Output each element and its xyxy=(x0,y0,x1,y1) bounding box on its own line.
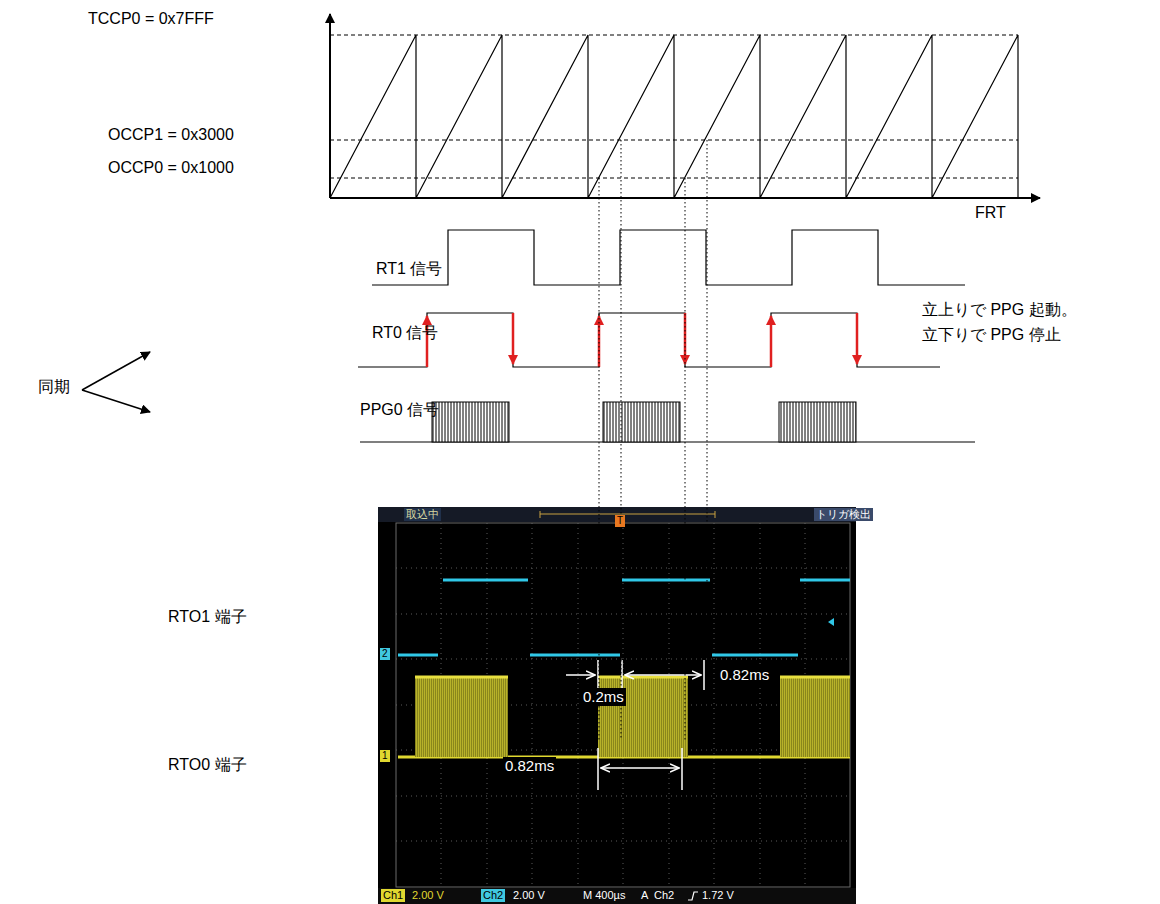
scope-setting: M 400µs xyxy=(583,889,625,902)
pin-name: RTO0 端子 xyxy=(168,755,247,774)
rt1-waveform xyxy=(372,230,965,285)
oscilloscope-screen xyxy=(378,507,856,904)
level-label: TCCP0 = 0x7FFF xyxy=(88,9,214,28)
dimension: 0.82ms xyxy=(718,666,771,684)
dimension: 0.2ms xyxy=(581,688,626,706)
dimension: 0.82ms xyxy=(503,757,556,775)
level-label: OCCP1 = 0x3000 xyxy=(108,125,234,144)
scope-setting: Ch2 xyxy=(654,889,674,902)
edge-arrows xyxy=(427,313,857,367)
note-text: 立下りで PPG 停止 xyxy=(922,325,1061,344)
alignment-lines xyxy=(599,140,707,740)
scope-setting: 2.00 V xyxy=(412,889,444,902)
rt0-waveform xyxy=(358,313,940,367)
scope-status: 取込中 xyxy=(404,508,441,521)
channel-marker: 2 xyxy=(380,648,390,660)
frt-axes xyxy=(330,14,1040,198)
signal-name: RT0 信号 xyxy=(372,323,438,342)
ppg0-waveform xyxy=(360,402,975,442)
sync-note: 同期 xyxy=(38,377,70,396)
level-label: OCCP0 = 0x1000 xyxy=(108,158,234,177)
pin-name: RTO1 端子 xyxy=(168,607,247,626)
scope-setting: Ch2 xyxy=(481,889,505,902)
signal-name: PPG0 信号 xyxy=(360,400,439,419)
scope-setting: Ch1 xyxy=(381,889,405,902)
trigger-marker: T xyxy=(615,515,625,527)
axis-label: FRT xyxy=(975,203,1006,222)
channel-marker: 1 xyxy=(380,750,390,762)
scope-status: トリガ検出 xyxy=(814,508,873,521)
signal-name: RT1 信号 xyxy=(376,259,442,278)
scope-setting: 2.00 V xyxy=(513,889,545,902)
measurement-marks xyxy=(566,660,704,790)
scope-setting: 1.72 V xyxy=(702,889,734,902)
scope-setting: A xyxy=(641,889,648,902)
note-text: 立上りで PPG 起動。 xyxy=(922,300,1077,319)
sync-arrows xyxy=(82,352,150,412)
